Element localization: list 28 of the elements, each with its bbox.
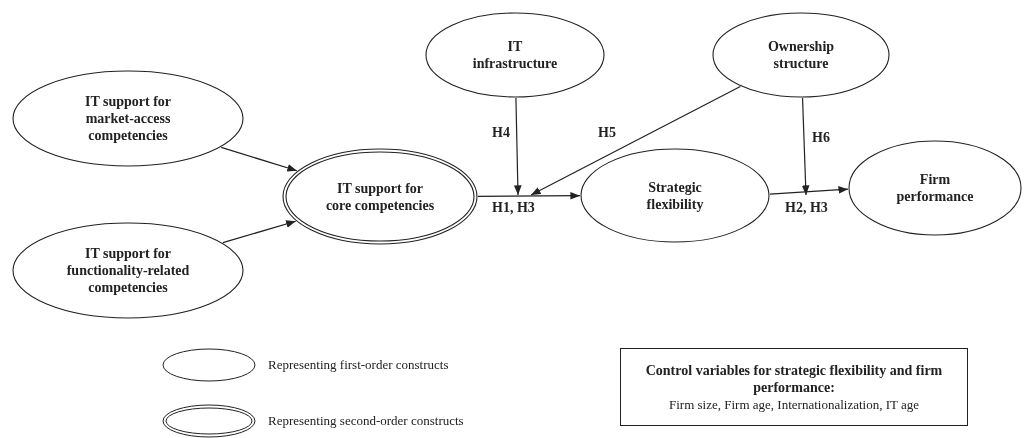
construct-ellipse xyxy=(848,140,1022,236)
construct-ellipse xyxy=(580,148,770,243)
body-text: Firm size, Firm age, Internationalization, IT age xyxy=(669,395,919,413)
arrow xyxy=(220,146,298,172)
construct-ellipse xyxy=(425,12,605,98)
legend-text: Representing second-order constructs xyxy=(268,413,464,429)
node-label: IT support for functionality-related competencies xyxy=(65,245,191,296)
arrow xyxy=(530,85,741,196)
arrow xyxy=(513,97,522,196)
construct-double-ellipse xyxy=(282,148,478,245)
node-label: IT infrastructure xyxy=(471,38,559,72)
edge-label: H2, H3 xyxy=(785,200,828,216)
node-label: IT support for market-access competencies xyxy=(83,93,173,144)
node-label: Ownership structure xyxy=(766,38,836,72)
arrow xyxy=(769,186,849,195)
edge-label: H1, H3 xyxy=(492,200,535,216)
node-label: Firm performance xyxy=(895,171,975,205)
construct-ellipse xyxy=(712,12,890,98)
arrow xyxy=(222,220,297,244)
control-variables-box xyxy=(620,348,968,426)
heading-text: Control variables for strategic flexibility and firm performance: xyxy=(644,361,944,396)
node-label: Strategic flexibility xyxy=(645,178,705,213)
arrow xyxy=(477,191,581,200)
construct-ellipse xyxy=(12,70,244,167)
node-label: IT support for core competencies xyxy=(325,179,435,214)
legend-text: Representing first-order constructs xyxy=(268,357,449,373)
construct-ellipse xyxy=(12,222,244,319)
arrow xyxy=(801,97,810,196)
